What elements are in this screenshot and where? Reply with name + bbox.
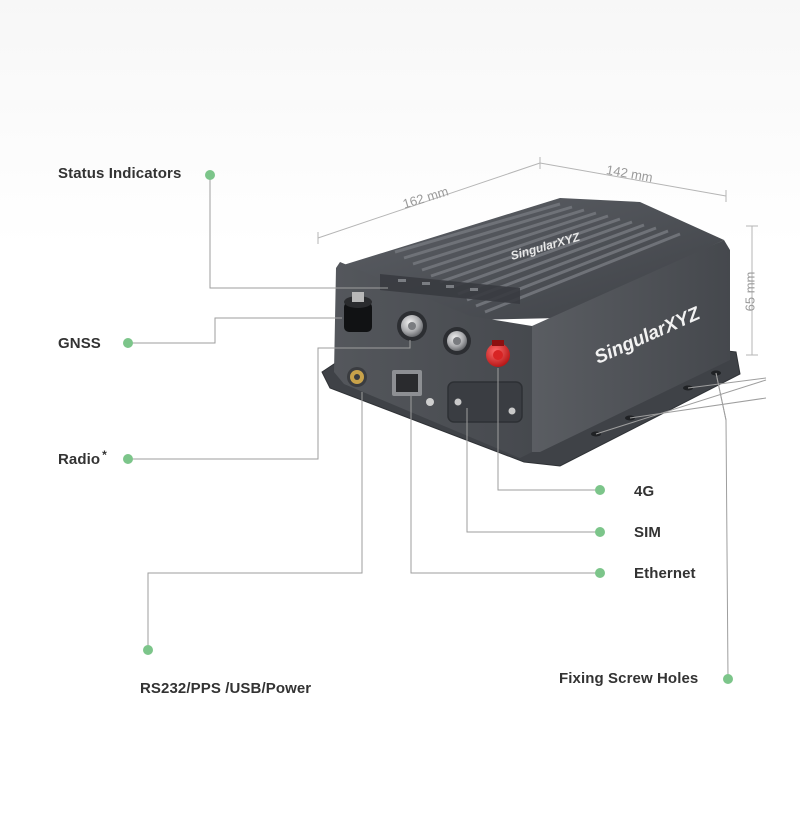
heatsink-fins [394,202,681,314]
4g-connector [486,340,510,367]
radio-connector [397,311,427,341]
radio-dot [123,454,133,464]
fixing-screw-holes-dot [723,674,733,684]
label-gnss: GNSS [58,335,101,352]
label-ethernet: Ethernet [634,565,696,582]
label-radio: Radio* [58,448,107,468]
label-rs232: RS232/PPS /USB/Power [140,680,312,697]
gnss-connector [344,292,372,332]
status-indicators-dot [205,170,215,180]
label-status-indicators: Status Indicators [58,165,182,182]
label-radio-text: Radio [58,451,101,468]
rs232-dot [143,645,153,655]
ethernet-dot [595,568,605,578]
label-radio-mark: * [102,448,107,462]
sim-dot [595,527,605,537]
label-sim: SIM [634,524,661,541]
label-4g: 4G [634,483,655,500]
aux-connector [443,327,471,355]
leader-lines [128,175,767,679]
sim-slot [447,381,523,423]
gnss-dot [123,338,133,348]
rs232-connector [347,367,367,387]
dimension-height: 65 mm [742,271,758,312]
4g-dot [595,485,605,495]
ethernet-port [392,370,434,406]
callout-dots [123,170,733,684]
dimension-lines [317,157,758,356]
label-fixing-screw-holes: Fixing Screw Holes [559,670,699,687]
